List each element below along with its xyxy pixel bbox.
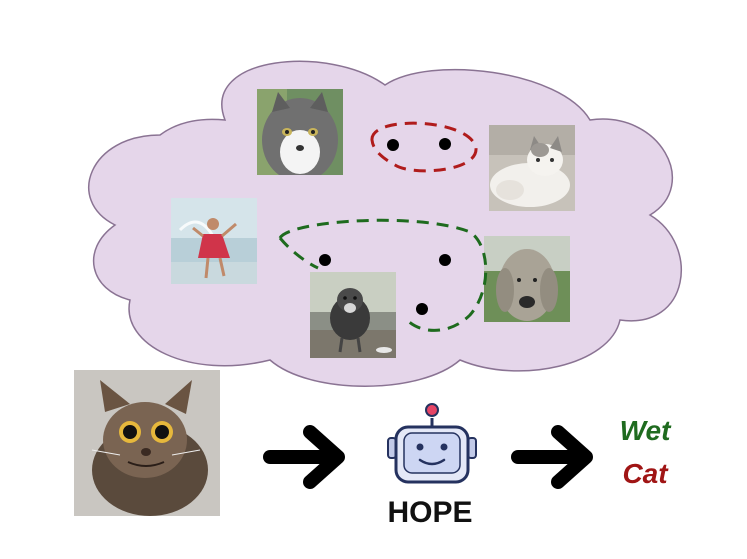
green-cluster-outline-left <box>278 237 319 270</box>
green-cluster-point-3 <box>416 303 428 315</box>
red-cluster-point-2 <box>439 138 451 150</box>
photo-query-wet-cat <box>74 370 220 516</box>
arrow-right-icon <box>511 425 593 489</box>
arrow-right-icon <box>263 425 345 489</box>
robot-icon <box>387 403 477 484</box>
output-word-1: Wet <box>619 415 671 446</box>
photo-shaggy-dog <box>484 236 570 322</box>
model-label: HOPE <box>387 496 473 529</box>
red-cluster-outline <box>370 121 478 173</box>
photo-white-cat <box>489 125 575 211</box>
green-cluster-point-2 <box>439 254 451 266</box>
output-word-2: Cat <box>622 458 668 489</box>
green-cluster-outline <box>278 218 488 332</box>
green-cluster-point-1 <box>319 254 331 266</box>
red-cluster-point-1 <box>387 139 399 151</box>
photo-wet-dog <box>310 272 396 358</box>
photo-woman-fountain <box>171 198 257 284</box>
photo-grey-cat <box>257 89 343 175</box>
